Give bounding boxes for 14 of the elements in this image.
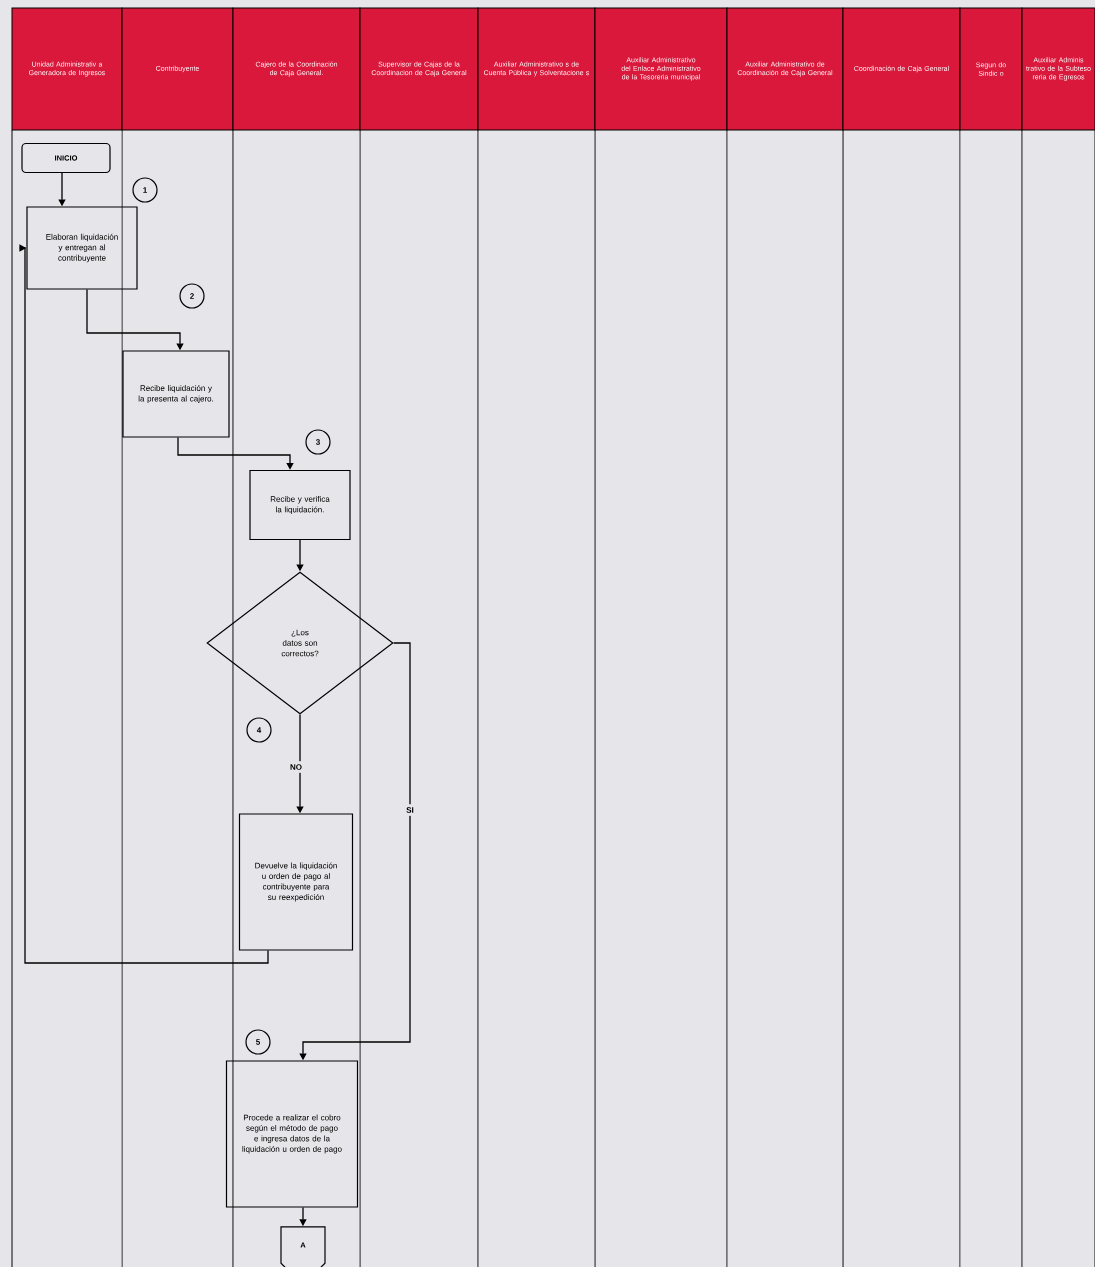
step-number: 2 <box>179 283 205 309</box>
arrow <box>177 436 294 470</box>
edge-label: NO <box>287 761 305 773</box>
process-box: Elaboran liquidación y entregan al contribuyente <box>26 206 138 290</box>
process-box: Devuelve la liquidación u orden de pago al contribuyente para su reexpedición <box>238 813 354 951</box>
process-box: Procede a realizar el cobro según el método de pago e ingresa datos de la liquidación u orden de pago <box>225 1060 359 1208</box>
step-number: 4 <box>246 717 272 743</box>
arrow <box>19 244 269 964</box>
step-number: 1 <box>132 177 158 203</box>
step-number: 3 <box>305 429 331 455</box>
step-number: 5 <box>245 1029 271 1055</box>
edge-label: SI <box>403 804 417 816</box>
process-box: Recibe liquidación y la presenta al cajero. <box>122 350 230 438</box>
process-box: Recibe y verifica la liquidación. <box>249 469 351 541</box>
